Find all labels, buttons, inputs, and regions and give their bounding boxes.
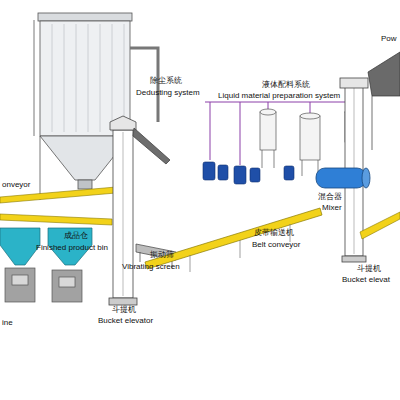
filter-roof [38, 13, 132, 21]
packing-machine [5, 268, 35, 302]
liquid-drum [250, 168, 260, 182]
elevator-head [110, 116, 136, 130]
liquid-drum [284, 166, 294, 180]
part-label: 斗提机 [112, 305, 136, 315]
part-label: onveyor [2, 180, 30, 190]
part-label: Dedusting system [136, 88, 200, 98]
elevator-casing [113, 130, 133, 298]
part-label: Finished product bin [36, 243, 108, 253]
tank-top [260, 109, 276, 115]
part-label: 混合器 [318, 192, 342, 202]
discharge-chute [133, 128, 170, 164]
screw-conveyor [0, 214, 112, 225]
center-elevator [109, 116, 170, 305]
part-label: Belt conveyor [252, 240, 300, 250]
machine-panel [59, 277, 75, 287]
ladder [34, 20, 35, 136]
part-label: 除尘系统 [150, 76, 182, 86]
part-label: 振动筛 [150, 250, 174, 260]
elevator-boot [109, 298, 137, 305]
liquid-pipes [205, 102, 352, 165]
elevator-boot [342, 256, 366, 262]
part-label: Mixer [322, 203, 342, 213]
dust-outlet [78, 180, 92, 189]
part-label: 液体配料系统 [262, 80, 310, 90]
product-bin [0, 228, 40, 265]
part-label: Pow [381, 34, 397, 44]
liquid-drum [234, 166, 246, 184]
powder-hopper [368, 52, 400, 96]
machine-panel [12, 275, 28, 285]
liquid-tank [300, 116, 320, 160]
liquid-drum [218, 165, 228, 180]
packing-machines [5, 268, 82, 302]
part-label: 斗提机 [357, 264, 381, 274]
part-label: 成品仓 [64, 231, 88, 241]
dedusting-unit [34, 13, 158, 200]
part-label: Bucket elevator [98, 316, 153, 326]
elevator-belt [123, 132, 124, 296]
left-conveyors [0, 187, 116, 225]
elevator-head [340, 78, 368, 88]
part-label: Vibrating screen [122, 262, 180, 272]
part-label: 皮带输送机 [254, 228, 294, 238]
part-label: Bucket elevat [342, 275, 390, 285]
part-label: ine [2, 318, 13, 328]
mixer [316, 168, 370, 188]
powder-platform [368, 52, 400, 150]
tank-top [300, 113, 320, 119]
support-leg [40, 136, 41, 200]
mixer-drum [316, 168, 366, 188]
part-label: Liquid material preparation system [218, 91, 340, 101]
liquid-tank [260, 112, 276, 150]
packing-machine [52, 270, 82, 302]
liquid-drum [203, 162, 215, 180]
screw-conveyor [0, 187, 116, 203]
conveyor-belt [145, 208, 322, 269]
screen-deck [136, 244, 176, 260]
right-conveyor [360, 212, 400, 239]
screw-conveyor [360, 212, 400, 239]
mixer-end [362, 168, 370, 188]
filter-bags [52, 24, 124, 132]
